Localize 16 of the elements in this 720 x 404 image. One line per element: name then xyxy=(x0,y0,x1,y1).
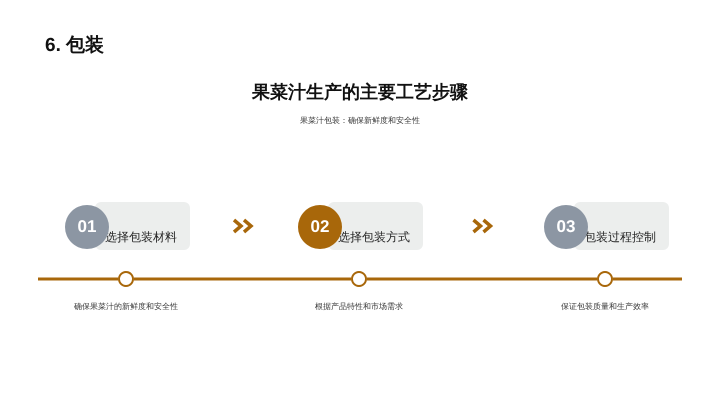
timeline-line xyxy=(367,278,597,280)
diagram-heading: 果菜汁生产的主要工艺步骤 xyxy=(250,81,469,104)
step-card xyxy=(65,202,190,252)
timeline-marker xyxy=(118,271,134,287)
step-description: 确保果菜汁的新鲜度和安全性 xyxy=(73,301,179,313)
timeline-line xyxy=(134,278,351,280)
step-card xyxy=(544,202,669,252)
subtitle: 果菜汁包装：确保新鲜度和安全性 xyxy=(299,115,421,126)
timeline-line xyxy=(38,278,118,280)
timeline-line xyxy=(613,278,682,280)
step-description: 根据产品特性和市场需求 xyxy=(314,301,404,313)
timeline-marker xyxy=(351,271,367,287)
slide-title: 6. 包装 xyxy=(45,34,104,58)
step-description: 保证包装质量和生产效率 xyxy=(560,301,650,313)
timeline-marker xyxy=(597,271,613,287)
step-card xyxy=(298,202,423,252)
